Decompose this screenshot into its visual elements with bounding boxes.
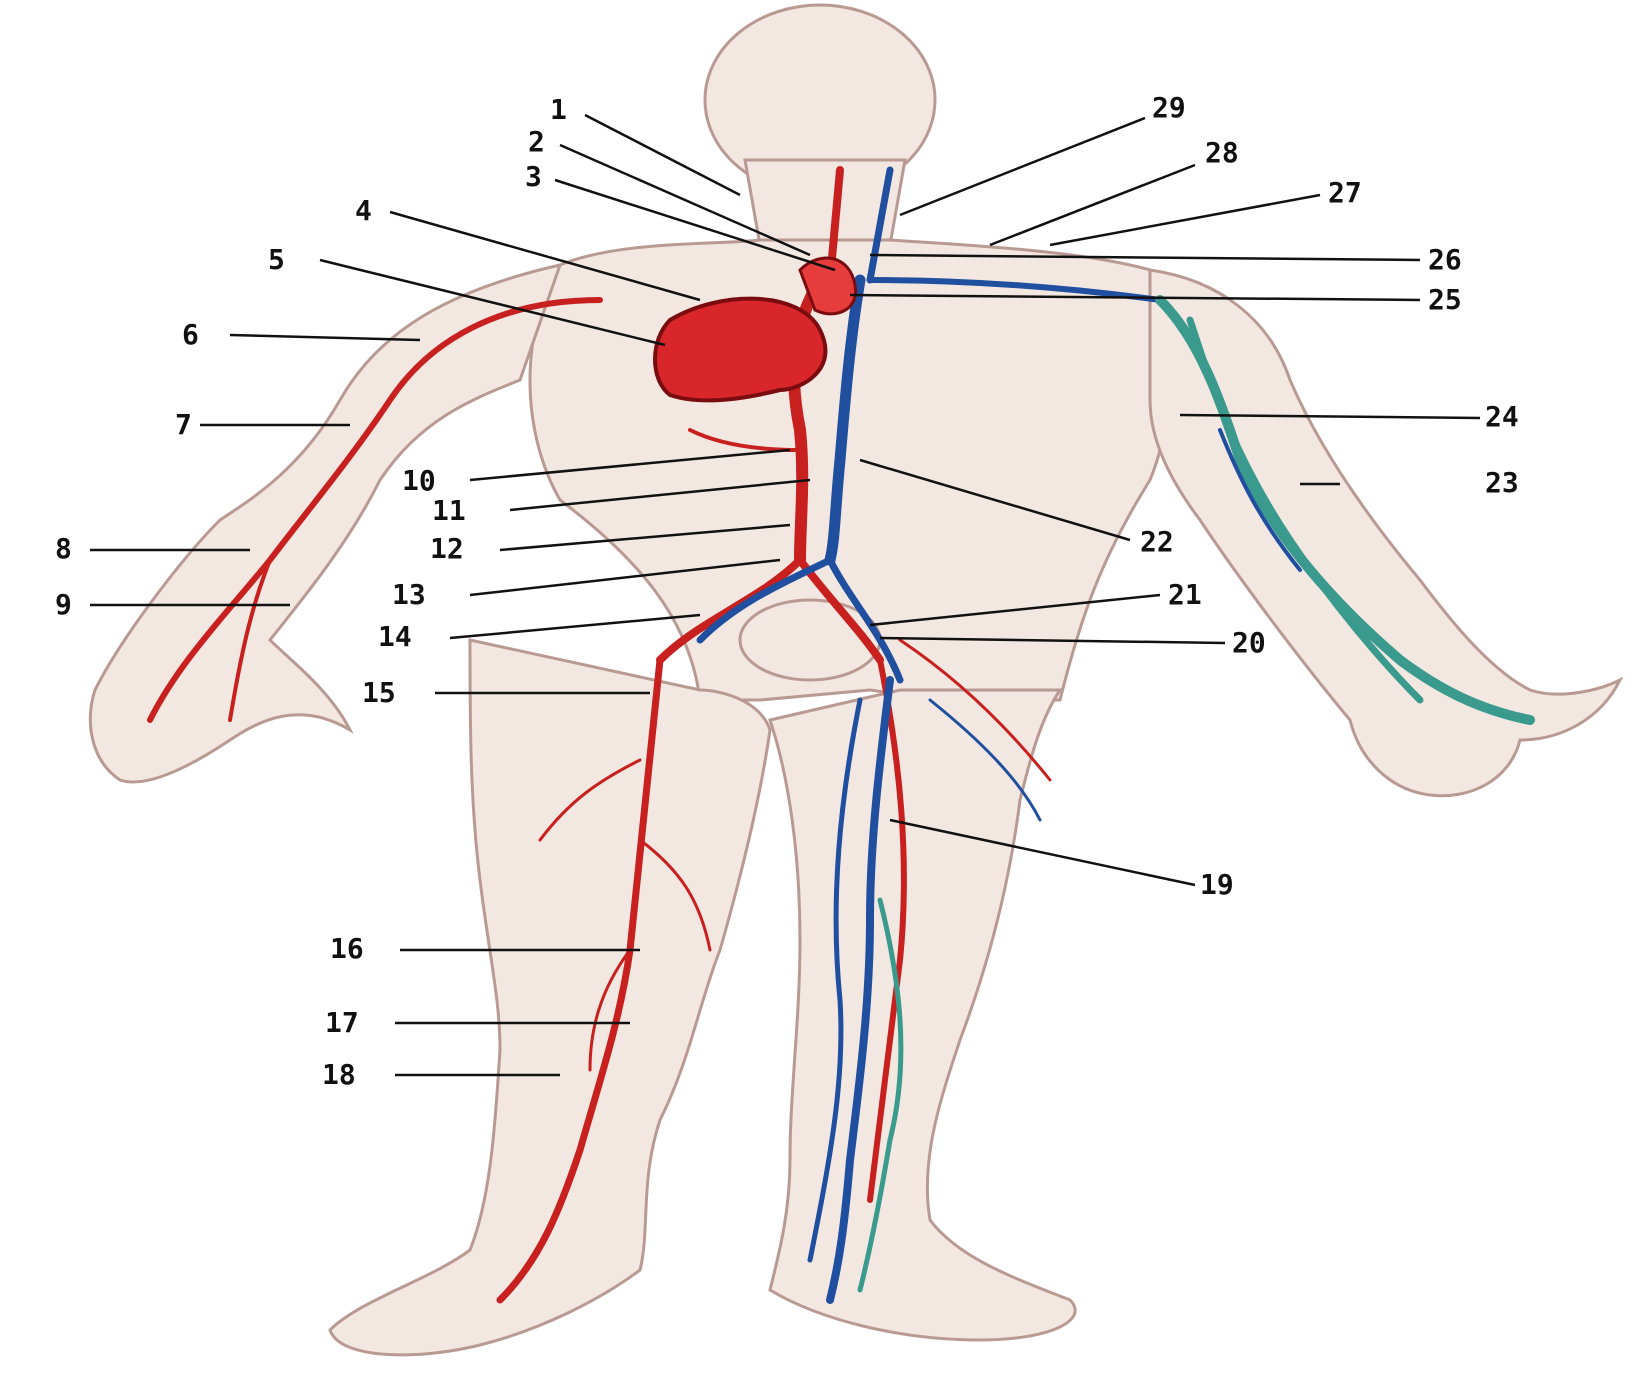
label-8: 8 <box>55 534 72 564</box>
label-2: 2 <box>528 127 545 157</box>
label-7: 7 <box>175 410 192 440</box>
label-3: 3 <box>525 162 542 192</box>
label-25: 25 <box>1428 285 1462 315</box>
label-16: 16 <box>330 934 364 964</box>
leader-28 <box>990 165 1195 245</box>
heart-shape <box>655 299 825 401</box>
label-20: 20 <box>1232 628 1266 658</box>
label-19: 19 <box>1200 870 1234 900</box>
label-17: 17 <box>325 1008 359 1038</box>
label-5: 5 <box>268 245 285 275</box>
body-silhouette <box>90 5 1620 1355</box>
leader-29 <box>900 118 1145 215</box>
label-26: 26 <box>1428 245 1462 275</box>
label-22: 22 <box>1140 527 1174 557</box>
arm-right <box>1150 270 1620 796</box>
label-10: 10 <box>402 466 436 496</box>
label-13: 13 <box>392 580 426 610</box>
label-15: 15 <box>362 678 396 708</box>
label-4: 4 <box>355 196 372 226</box>
label-12: 12 <box>430 534 464 564</box>
leader-14 <box>450 615 700 638</box>
label-6: 6 <box>182 320 199 350</box>
leader-27 <box>1050 195 1320 245</box>
label-14: 14 <box>378 622 412 652</box>
label-18: 18 <box>322 1060 356 1090</box>
label-24: 24 <box>1485 402 1519 432</box>
label-9: 9 <box>55 590 72 620</box>
label-23: 23 <box>1485 468 1519 498</box>
label-29: 29 <box>1152 93 1186 123</box>
label-1: 1 <box>550 95 567 125</box>
label-27: 27 <box>1328 178 1362 208</box>
label-21: 21 <box>1168 580 1202 610</box>
leg-left <box>330 640 770 1355</box>
label-28: 28 <box>1205 138 1239 168</box>
label-11: 11 <box>432 496 466 526</box>
